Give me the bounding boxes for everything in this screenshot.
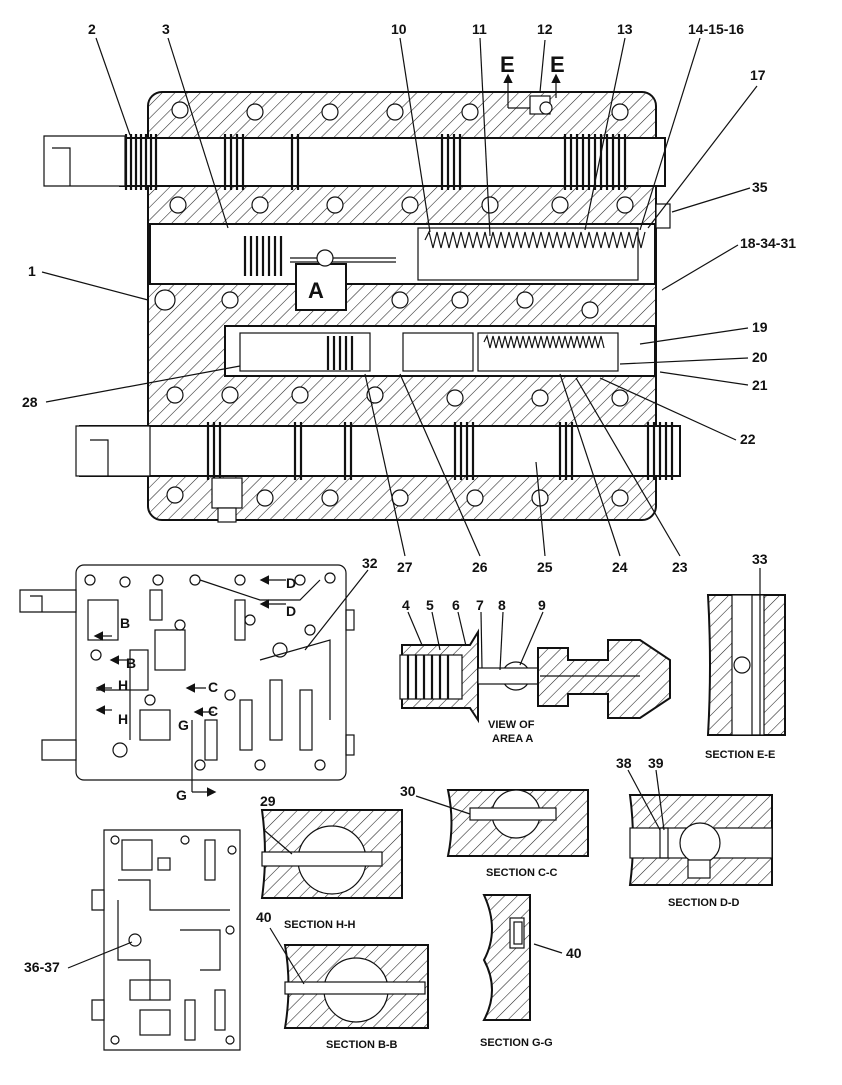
callout-8: 8 xyxy=(498,597,506,613)
letter-h-2: H xyxy=(118,711,128,727)
bottom-fitting xyxy=(211,477,243,523)
callout-7: 7 xyxy=(476,597,484,613)
section-dd-detail xyxy=(628,794,773,886)
caption-section-cc: SECTION C-C xyxy=(486,867,558,879)
callout-12: 12 xyxy=(537,21,553,37)
callout-17: 17 xyxy=(750,67,766,83)
callout-40-bb: 40 xyxy=(256,909,272,925)
plug-35 xyxy=(655,203,671,229)
letter-g-2: G xyxy=(176,787,187,803)
callout-40-cc: 30 xyxy=(400,783,416,799)
section-ee-detail xyxy=(706,594,786,736)
main-valve-body xyxy=(79,91,681,521)
callout-2: 2 xyxy=(88,21,96,37)
caption-area-a: AREA A xyxy=(492,733,533,745)
area-a-label: A xyxy=(308,278,324,303)
letter-c-1: C xyxy=(208,679,218,695)
callout-14-15-16: 14-15-16 xyxy=(688,21,744,37)
section-hh-detail xyxy=(260,809,403,899)
callout-28: 28 xyxy=(22,394,38,410)
callout-13: 13 xyxy=(617,21,633,37)
caption-section-hh: SECTION H-H xyxy=(284,919,356,931)
upper-lever xyxy=(43,135,126,187)
main-body-ports xyxy=(154,101,634,507)
caption-section-bb: SECTION B-B xyxy=(326,1039,398,1051)
top-fitting xyxy=(503,73,561,115)
letter-g-1: G xyxy=(178,717,189,733)
section-gg-detail xyxy=(482,894,531,1021)
callout-23: 23 xyxy=(672,559,688,575)
section-e-right-label: E xyxy=(550,52,565,77)
callout-39: 39 xyxy=(648,755,664,771)
section-bb-detail xyxy=(283,944,429,1029)
leader-32 xyxy=(304,569,369,651)
callout-22: 22 xyxy=(740,431,756,447)
letter-d-2: D xyxy=(286,603,296,619)
callout-35: 35 xyxy=(752,179,768,195)
callout-36-37: 36-37 xyxy=(24,959,60,975)
main-callout-leaders xyxy=(41,37,758,557)
callout-20: 20 xyxy=(752,349,768,365)
lower-lever xyxy=(75,425,151,477)
callout-38: 38 xyxy=(616,755,632,771)
callout-27: 27 xyxy=(397,559,413,575)
main-callouts: 2 3 10 11 12 13 14-15-16 17 35 18-34-31 … xyxy=(22,21,796,575)
letter-b-2: B xyxy=(126,655,136,671)
callout-3: 3 xyxy=(162,21,170,37)
caption-section-dd: SECTION D-D xyxy=(668,897,740,909)
letter-h-1: H xyxy=(118,677,128,693)
spool-lands xyxy=(124,134,674,480)
callout-1: 1 xyxy=(28,263,36,279)
callout-11: 11 xyxy=(472,21,487,37)
view-area-a-detail xyxy=(399,628,671,724)
callout-18-34-31: 18-34-31 xyxy=(740,235,796,251)
callout-19: 19 xyxy=(752,319,768,335)
callout-29: 29 xyxy=(260,793,276,809)
caption-section-ee: SECTION E-E xyxy=(705,749,775,761)
caption-section-gg: SECTION G-G xyxy=(480,1037,553,1049)
callout-32: 32 xyxy=(362,555,378,571)
callout-26: 26 xyxy=(472,559,488,575)
callout-30: 40 xyxy=(566,945,582,961)
letter-c-2: C xyxy=(208,703,218,719)
section-e-left-label: E xyxy=(500,52,515,77)
callout-33: 33 xyxy=(752,551,768,567)
callout-24: 24 xyxy=(612,559,628,575)
callout-10: 10 xyxy=(391,21,407,37)
callout-5: 5 xyxy=(426,597,434,613)
area-a-callout-leaders xyxy=(407,611,544,671)
plan-view-lower xyxy=(91,829,241,1051)
callout-9: 9 xyxy=(538,597,546,613)
area-a-callouts: 4 5 6 7 8 9 xyxy=(402,597,546,613)
section-cc-detail xyxy=(446,789,589,857)
callout-21: 21 xyxy=(752,377,768,393)
callout-25: 25 xyxy=(537,559,553,575)
letter-b-1: B xyxy=(120,615,130,631)
callout-6: 6 xyxy=(452,597,460,613)
caption-view-of: VIEW OF xyxy=(488,719,535,731)
letter-d-1: D xyxy=(286,575,296,591)
plan-view-valve-body xyxy=(19,564,355,797)
plan-view-letters: B B D D C C H H G G xyxy=(118,575,296,803)
callout-4: 4 xyxy=(402,597,410,613)
